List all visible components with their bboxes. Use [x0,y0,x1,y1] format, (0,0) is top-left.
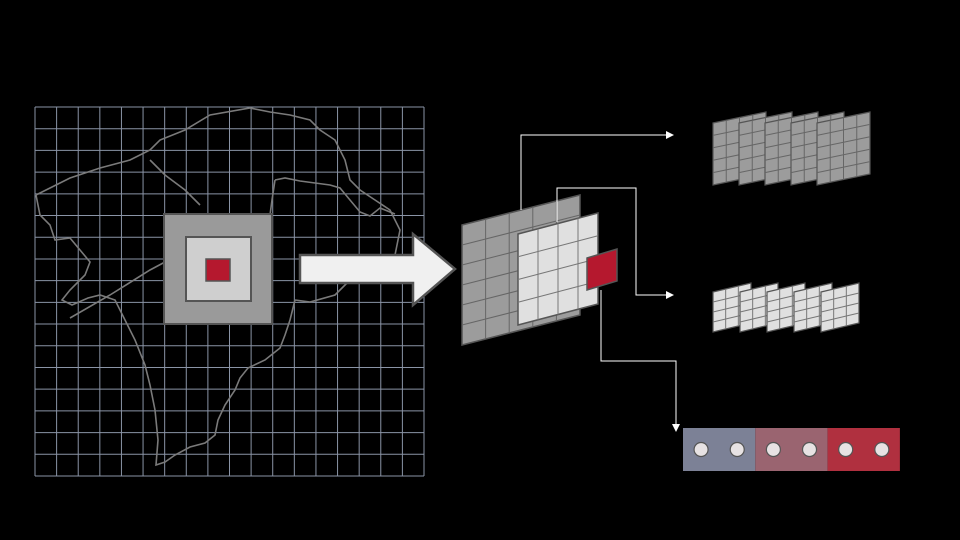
vector-node [838,441,854,458]
feature-vector [683,428,900,471]
vector-node [874,441,890,458]
cell-line [820,302,860,313]
transform-arrow [298,231,457,308]
cell-line [816,123,871,136]
vector-node [801,441,818,458]
vector-node [729,441,745,458]
cell-line [461,214,581,246]
vector-node [765,441,781,458]
cell-line [816,148,871,161]
vector-node [693,441,709,458]
cell-line [517,258,599,280]
cell-line [816,161,871,174]
cell-line [820,292,860,303]
region-inner-outline [35,194,296,467]
middle-window [185,236,252,302]
small-patch-stack [712,282,860,333]
road-line-2 [274,177,396,217]
cell-line [816,136,871,149]
large-patch-stack [712,111,871,186]
connector-to-large-patches [520,131,674,210]
connectors [520,131,680,432]
patch [820,282,860,333]
patch [816,111,871,186]
cell-line [517,235,599,258]
road-line [69,261,166,319]
light-layer-grid [517,218,599,320]
layer-stack [461,194,618,346]
nested-sampling-window [163,213,273,325]
connector-to-small-patches [556,187,674,299]
cell-line [517,280,599,303]
road-line-3 [149,159,276,216]
center-cell [205,258,231,282]
cell-line [820,312,860,323]
connector-to-feature-vector [600,290,680,432]
center-layer-cell [586,247,618,292]
